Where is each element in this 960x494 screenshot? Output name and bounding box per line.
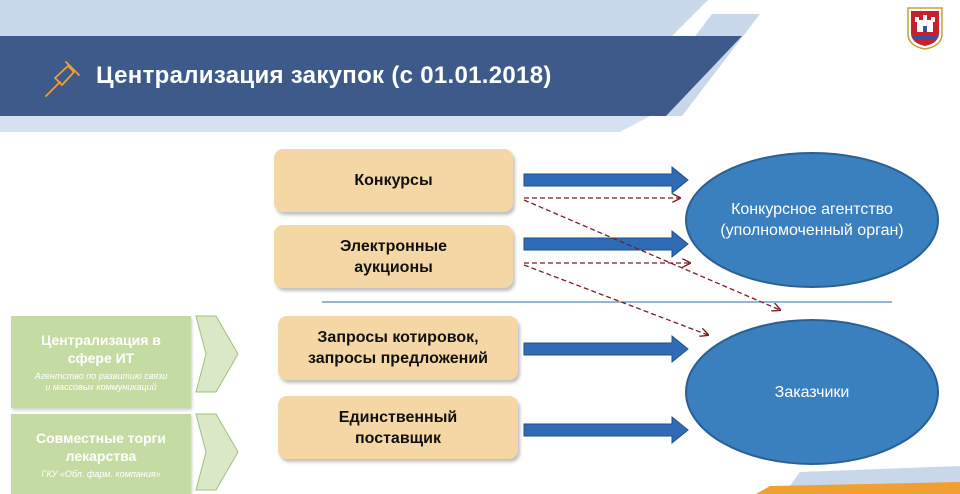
side-title-medicines: Совместные торги лекарства	[36, 429, 166, 464]
side-box-medicines: Совместные торги лекарства ГКУ «Обл. фар…	[11, 414, 191, 494]
customers-label: Заказчики	[774, 383, 850, 401]
procedure-label-single-supplier: Единственный поставщик	[338, 408, 458, 447]
dashed-arrow-auctions-to-customers	[523, 264, 708, 335]
customers-ellipse	[685, 319, 939, 465]
procedure-box-auctions: Электронные аукционы	[274, 225, 513, 288]
arrow-quotations-to-customers	[523, 334, 689, 364]
agency-ellipse	[685, 152, 939, 288]
page-title: Централизация закупок (с 01.01.2018)	[96, 62, 552, 89]
coat-of-arms-icon	[907, 7, 943, 50]
corner-stripe-orange	[756, 482, 960, 494]
header-bar	[0, 36, 742, 116]
side-title-it: Централизация в сфере ИТ	[41, 332, 161, 366]
procedure-box-konkursy: Конкурсы	[274, 149, 513, 212]
side-box-it: Централизация в сфере ИТ Агентство по ра…	[11, 316, 191, 408]
procedure-label-konkursy: Конкурсы	[354, 172, 433, 189]
procedure-label-auctions: Электронные аукционы	[339, 237, 448, 276]
chevron-medicines	[195, 413, 239, 491]
agency-label: Конкурсное агентство (уполномоченный орг…	[720, 201, 904, 239]
chevron-it	[195, 315, 239, 393]
procedure-box-quotations: Запросы котировок, запросы предложений	[278, 316, 518, 380]
side-subtitle-it: Агентство по развитию связи и массовых к…	[34, 371, 168, 392]
pushpin-icon	[45, 61, 80, 97]
arrow-single-supplier-to-customers	[523, 415, 689, 445]
procedure-box-single-supplier: Единственный поставщик	[278, 396, 518, 459]
arrow-auctions-to-agency	[523, 229, 689, 259]
side-subtitle-medicines: ГКУ «Обл. фарм. компания»	[41, 468, 161, 479]
arrow-konkursy-to-agency	[523, 165, 689, 195]
dashed-arrow-konkursy-to-customers	[523, 199, 780, 310]
header-stripe-top	[0, 0, 708, 36]
header-stripe-bottom	[0, 116, 650, 132]
procedure-label-quotations: Запросы котировок, запросы предложений	[307, 329, 489, 367]
